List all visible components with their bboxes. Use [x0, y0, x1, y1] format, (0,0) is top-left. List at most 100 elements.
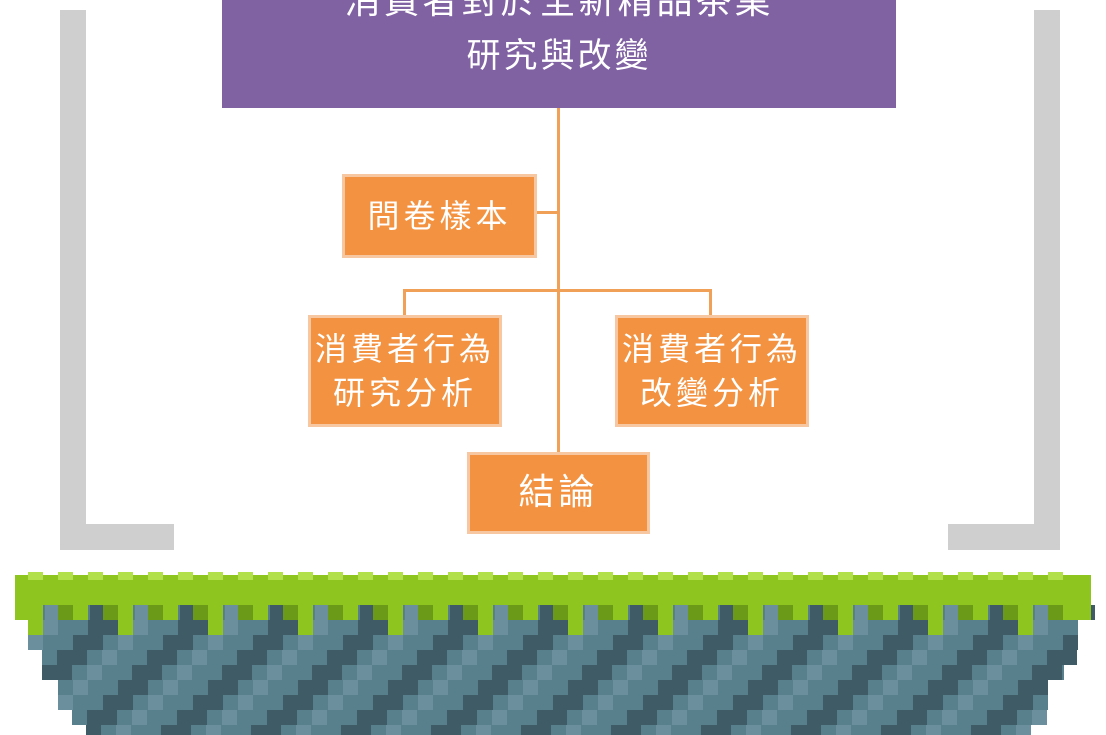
ground-stone-dark-block [222, 665, 237, 680]
research-analysis-box: 消費者行為 研究分析 [308, 315, 502, 427]
ground-stone-light-block [585, 605, 600, 620]
ground-stone-light-block [222, 710, 237, 725]
ground-stone-dark-block [103, 695, 118, 710]
ground-stone-dark-block [402, 665, 417, 680]
ground-grass-highlight [238, 572, 253, 580]
connector-branch [403, 289, 712, 292]
ground-stone-dark-block [118, 680, 133, 695]
ground-stone-dark-block [852, 665, 867, 680]
ground-stone-dark-block [358, 635, 373, 650]
ground-grass-drip-dark [1003, 605, 1018, 620]
ground-stone-light-block [675, 605, 690, 620]
ground-stone-light-block [433, 680, 448, 695]
ground-stone-dark-block [627, 710, 642, 725]
connector-trunk [557, 108, 560, 454]
ground-grass-highlight [868, 572, 883, 580]
frame-right-foot [948, 524, 1060, 550]
ground-grass-drip-long [28, 620, 43, 635]
ground-grass-drip [163, 605, 178, 620]
ground-stone-dark-block [266, 725, 281, 735]
ground-grass-highlight [838, 572, 853, 580]
ground-stone-light-block [405, 605, 420, 620]
ground-stone-dark-block [553, 695, 568, 710]
ground-stone-dark-block [463, 695, 478, 710]
ground-grass-drip-long [478, 620, 493, 635]
ground-stone-light-block [807, 665, 822, 680]
ground-stone-dark-block [763, 680, 778, 695]
ground-grass-highlight [208, 572, 223, 580]
ground-stone-dark-block [568, 680, 583, 695]
ground-grass-drip [658, 605, 673, 620]
ground-stone-dark-block [898, 620, 913, 635]
ground-stone-light-block [208, 635, 223, 650]
ground-stone-dark-block [373, 695, 388, 710]
ground-stone-dark-block [762, 665, 777, 680]
ground-grass-highlight [958, 572, 973, 580]
ground-stone-dark-block [988, 620, 1003, 635]
ground-stone-dark-block [611, 725, 626, 735]
ground-stone-dark-block [823, 695, 838, 710]
ground-stone-dark-block [447, 710, 462, 725]
ground-stone-dark-block [268, 635, 283, 650]
ground-stone-light-block [312, 710, 327, 725]
ground-stone-dark-block [357, 710, 372, 725]
ground-stone-light-block [836, 725, 851, 735]
ground-grass-right-edge [1078, 590, 1091, 620]
ground-grass-drip [1063, 605, 1078, 620]
ground-grass-highlight [508, 572, 523, 580]
ground-grass-highlight [568, 572, 583, 580]
ground-stone-light-block [912, 650, 927, 665]
ground-stone-light-block [748, 635, 763, 650]
ground-stone-dark-block [942, 665, 957, 680]
ground-stone-dark-block [672, 665, 687, 680]
ground-stone-light-block [778, 695, 793, 710]
ground-stone-dark-block [687, 665, 702, 680]
ground-stone-dark-block [132, 665, 147, 680]
ground-stone-light-block [1035, 605, 1050, 620]
ground-stone-dark-block [360, 605, 375, 620]
ground-stone-dark-block [630, 605, 645, 620]
pixel-ground [15, 572, 1095, 735]
ground-stone-light-block [135, 605, 150, 620]
ground-stone-light-block [87, 665, 102, 680]
ground-stone-light-block [73, 680, 88, 695]
ground-grass-highlight [718, 572, 733, 580]
ground-stone-dark-block [90, 605, 105, 620]
ground-grass-drip-dark [148, 605, 163, 620]
ground-grass-drip-long [568, 620, 583, 635]
ground-stone-light-block [926, 725, 941, 735]
ground-grass-drip-dark [283, 605, 298, 620]
ground-stone-dark-block [628, 620, 643, 635]
ground-grass-highlight [28, 572, 43, 580]
ground-stone-dark-block [298, 695, 313, 710]
ground-grass-highlight [598, 572, 613, 580]
ground-stone-light-block [958, 695, 973, 710]
ground-stone-dark-block [642, 710, 657, 725]
ground-grass-highlight [418, 572, 433, 580]
ground-grass-drip [883, 605, 898, 620]
ground-stone-dark-block [417, 650, 432, 665]
ground-stone-light-block [987, 665, 1002, 680]
ground-stone-dark-block [507, 665, 522, 680]
ground-grass-drip [478, 605, 493, 620]
ground-stone-light-block [282, 650, 297, 665]
ground-stone-light-block [495, 605, 510, 620]
ground-stone-dark-block [403, 680, 418, 695]
ground-grass-highlight [688, 572, 703, 580]
ground-grass-drip-dark [418, 605, 433, 620]
ground-stone-light-block [447, 665, 462, 680]
ground-stone-dark-block [628, 635, 643, 650]
ground-grass-highlight [538, 572, 553, 580]
ground-stone-dark-block [838, 680, 853, 695]
ground-stone-dark-block [900, 605, 915, 620]
ground-grass-drip-dark [688, 605, 703, 620]
ground-stone-dark-block [943, 680, 958, 695]
ground-stone-dark-block [582, 665, 597, 680]
ground-stone-dark-block [990, 605, 1005, 620]
ground-grass-left-edge [15, 590, 28, 620]
ground-stone-dark-block [208, 680, 223, 695]
ground-grass-drip-long [298, 620, 313, 635]
ground-stone-dark-block [313, 680, 328, 695]
ground-grass-highlight [928, 572, 943, 580]
ground-grass-drip [28, 605, 43, 620]
